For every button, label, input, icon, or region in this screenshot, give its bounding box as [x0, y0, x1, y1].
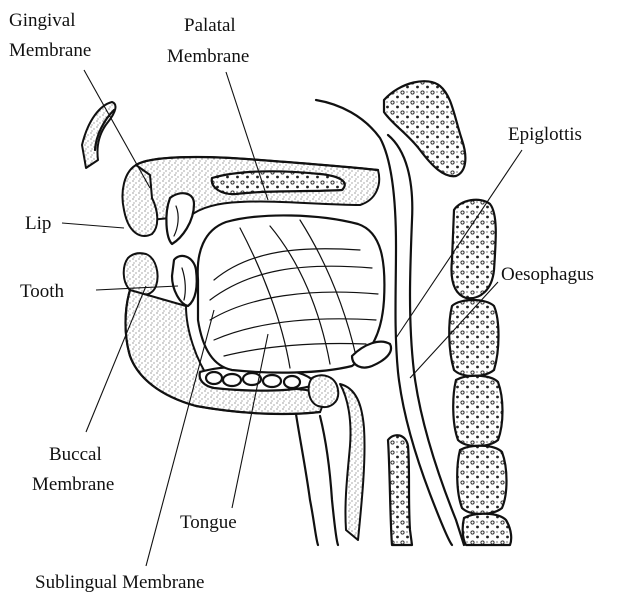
label-palatal-2: Membrane	[167, 46, 249, 67]
upper-tooth	[166, 193, 194, 244]
skull-base	[384, 81, 465, 176]
lower-tooth	[172, 256, 197, 306]
label-tooth: Tooth	[20, 281, 65, 302]
label-oesophagus: Oesophagus	[501, 264, 594, 285]
label-palatal-1: Palatal	[184, 15, 236, 36]
trachea-cartilage	[388, 435, 412, 545]
label-buccal-1: Buccal	[49, 444, 102, 465]
leader-lip	[62, 223, 124, 228]
label-lip: Lip	[25, 213, 51, 234]
label-buccal-2: Membrane	[32, 474, 114, 495]
vertebral-column	[449, 200, 511, 545]
tongue	[198, 215, 385, 372]
label-sublingual: Sublingual Membrane	[35, 572, 204, 593]
label-epiglottis: Epiglottis	[508, 124, 582, 145]
label-gingival-2: Membrane	[9, 40, 91, 61]
label-gingival-1: Gingival	[9, 10, 76, 31]
nose	[82, 102, 115, 168]
label-tongue: Tongue	[180, 512, 237, 533]
